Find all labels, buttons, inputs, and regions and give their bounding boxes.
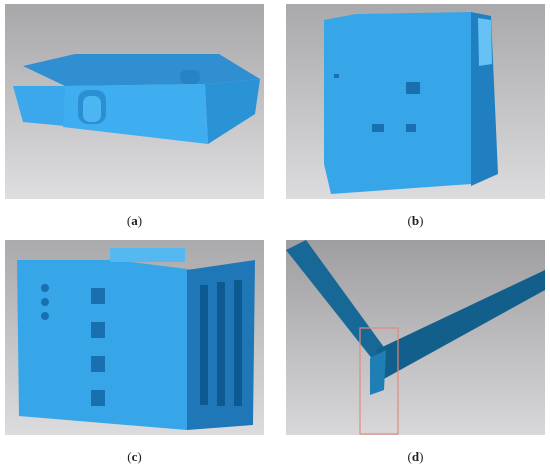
- model-right-wall: [205, 79, 260, 144]
- panel-a-svg: [5, 4, 264, 199]
- model-side-highlight: [478, 18, 492, 66]
- panel-b-svg: [286, 4, 545, 199]
- model-interior: [23, 54, 260, 86]
- model-emblem: [41, 312, 49, 320]
- caption-a: (a): [126, 213, 143, 228]
- caption-b: (b): [407, 213, 424, 228]
- model-window: [91, 390, 105, 406]
- model-corner: [370, 350, 386, 395]
- model-side-windows: [200, 280, 242, 406]
- model-opening: [372, 124, 384, 132]
- model-roof-structure: [110, 248, 185, 262]
- model-window: [180, 70, 200, 84]
- model-door-inner: [83, 96, 101, 122]
- panel-c-svg: [5, 240, 264, 435]
- model-wall-right: [376, 270, 545, 380]
- model-emblem: [41, 284, 49, 292]
- model-window: [91, 356, 105, 372]
- highlight-box: [359, 327, 399, 435]
- model-opening: [406, 124, 416, 132]
- panel-b-image: [286, 4, 545, 199]
- model-left-wall: [13, 86, 65, 126]
- panel-a-image: [5, 4, 264, 199]
- panel-d-image: [286, 240, 545, 435]
- model-window: [91, 322, 105, 338]
- panel-c-image: [5, 240, 264, 435]
- model-hole: [334, 74, 339, 78]
- model-wall-left: [286, 240, 386, 370]
- model-emblem: [41, 298, 49, 306]
- caption-d: (d): [407, 449, 424, 464]
- caption-c: (c): [127, 449, 142, 464]
- panel-d-svg: [286, 240, 545, 435]
- model-opening: [406, 82, 420, 94]
- model-facade: [324, 12, 471, 194]
- model-window: [91, 288, 105, 304]
- model-front-facade: [17, 260, 195, 430]
